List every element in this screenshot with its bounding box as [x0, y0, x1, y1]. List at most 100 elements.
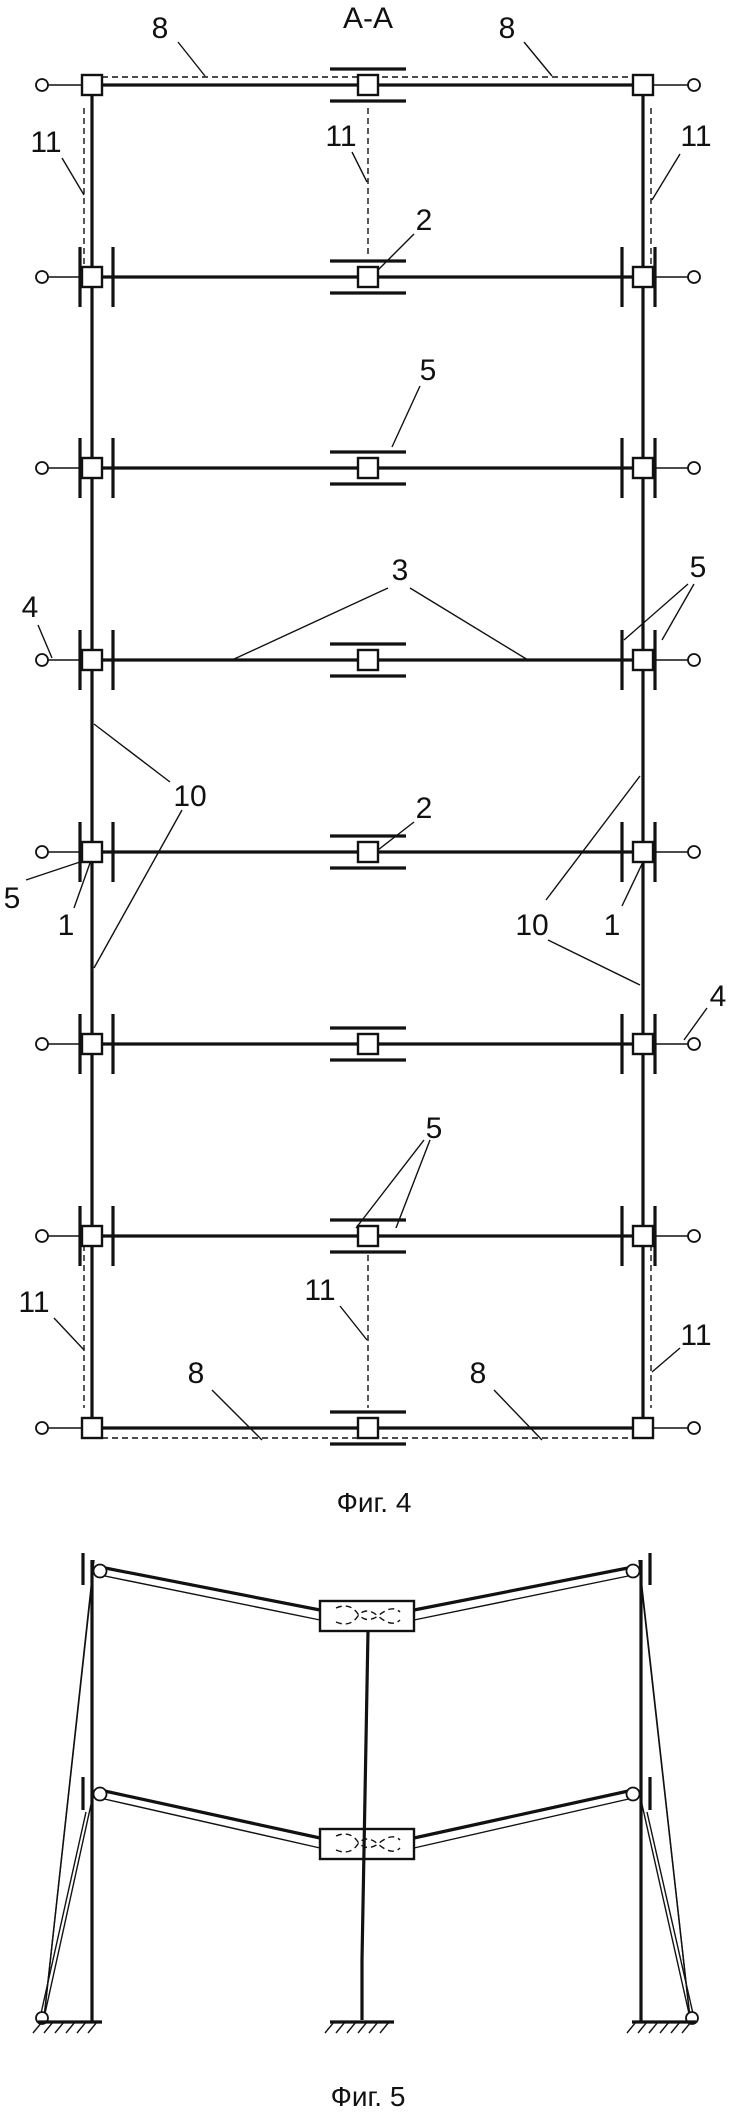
node-right: [631, 1416, 655, 1440]
label-2-middle: 2: [416, 792, 433, 825]
section-label-a-a: А-А: [343, 2, 393, 35]
node-center: [356, 1416, 380, 1440]
outer-pin-right: [687, 1037, 701, 1051]
label-8-bottom-right: 8: [470, 1357, 487, 1390]
outer-pin-right: [687, 270, 701, 284]
node-right: [631, 265, 655, 289]
outer-pin-left: [35, 270, 49, 284]
label-8-bottom-left: 8: [188, 1357, 205, 1390]
ground-hatch: [335, 2021, 346, 2034]
node-right: [631, 456, 655, 480]
ground-hatch: [324, 2021, 335, 2034]
node-left: [80, 73, 104, 97]
node-center: [356, 456, 380, 480]
label-10-left: 10: [173, 780, 206, 813]
ground-hatch: [87, 2021, 98, 2034]
ground-hatch: [626, 2021, 637, 2034]
upper-left-hinge: [92, 1563, 108, 1579]
label-4-right: 4: [710, 980, 727, 1013]
ground-hatch: [368, 2021, 379, 2034]
figure-5-caption: Фиг. 5: [331, 2081, 406, 2112]
node-right: [631, 648, 655, 672]
outer-pin-right: [687, 653, 701, 667]
node-left: [80, 1032, 104, 1056]
floor-beams: [35, 67, 701, 1446]
reference-labels: 8 8 11 11 11 2 5 3 5 4 10 10: [4, 12, 727, 1441]
outer-pin-left: [35, 1037, 49, 1051]
outer-pin-left: [35, 78, 49, 92]
node-left: [80, 1416, 104, 1440]
outer-pin-left: [35, 1421, 49, 1435]
node-center: [356, 1032, 380, 1056]
ground-hatch: [659, 2021, 670, 2034]
fig5-stays: [35, 1559, 699, 2025]
lower-right-hinge: [625, 1786, 641, 1802]
node-left: [80, 1224, 104, 1248]
label-5-lower: 5: [426, 1112, 443, 1145]
label-3: 3: [392, 554, 409, 587]
node-left: [80, 840, 104, 864]
label-2-upper: 2: [416, 204, 433, 237]
ground-hatch: [32, 2021, 43, 2034]
label-4-left: 4: [22, 591, 39, 624]
outer-pin-right: [687, 461, 701, 475]
outer-pin-right: [687, 78, 701, 92]
ground-hatch: [637, 2021, 648, 2034]
ground-hatch: [76, 2021, 87, 2034]
lower-left-hinge: [92, 1786, 108, 1802]
node-left: [80, 648, 104, 672]
label-5-upper: 5: [420, 354, 437, 387]
ground-hatch: [648, 2021, 659, 2034]
ground-hatch: [43, 2021, 54, 2034]
ground-supports: [32, 2020, 696, 2034]
outer-pin-right: [687, 845, 701, 859]
node-right: [631, 1224, 655, 1248]
outer-pin-left: [35, 653, 49, 667]
label-5-right: 5: [690, 551, 707, 584]
upper-right-hinge: [625, 1563, 641, 1579]
upper-center-node: [318, 1599, 416, 1633]
label-10-right: 10: [515, 909, 548, 942]
label-8-top-left: 8: [152, 12, 169, 45]
node-right: [631, 840, 655, 864]
figure-4: А-А 8 8 11 11 11: [4, 2, 727, 1518]
outer-pin-left: [35, 1229, 49, 1243]
ground-hatch: [681, 2021, 692, 2034]
node-center: [356, 73, 380, 97]
upper-v-beam: [92, 1563, 641, 1633]
outer-pin-right: [687, 1421, 701, 1435]
label-11-right-bottom: 11: [680, 1319, 711, 1352]
node-right: [631, 73, 655, 97]
label-11-center-bottom: 11: [304, 1274, 335, 1307]
node-center: [356, 648, 380, 672]
ground-hatch: [670, 2021, 681, 2034]
ground-hatch: [379, 2021, 390, 2034]
label-1-right: 1: [604, 909, 621, 942]
figure-4-caption: Фиг. 4: [337, 1487, 412, 1518]
figure-5: Фиг. 5: [32, 1553, 699, 2112]
node-right: [631, 1032, 655, 1056]
label-1-left: 1: [58, 909, 75, 942]
node-left: [80, 265, 104, 289]
node-center: [356, 265, 380, 289]
label-11-right-top: 11: [680, 120, 711, 153]
ground-hatch: [65, 2021, 76, 2034]
node-left: [80, 456, 104, 480]
ground-hatch: [357, 2021, 368, 2034]
label-5-left: 5: [4, 882, 21, 915]
lower-center-node: [318, 1827, 416, 1861]
label-11-center-top: 11: [325, 120, 356, 153]
outer-pin-left: [35, 845, 49, 859]
label-11-left-top: 11: [30, 126, 61, 159]
ground-hatch: [54, 2021, 65, 2034]
outer-pin-right: [687, 1229, 701, 1243]
lower-v-beam: [92, 1786, 641, 1861]
node-center: [356, 1224, 380, 1248]
node-center: [356, 840, 380, 864]
label-11-left-bottom: 11: [18, 1286, 49, 1319]
label-8-top-right: 8: [499, 12, 516, 45]
ground-hatch: [346, 2021, 357, 2034]
outer-pin-left: [35, 461, 49, 475]
central-tie: [360, 1630, 370, 1961]
